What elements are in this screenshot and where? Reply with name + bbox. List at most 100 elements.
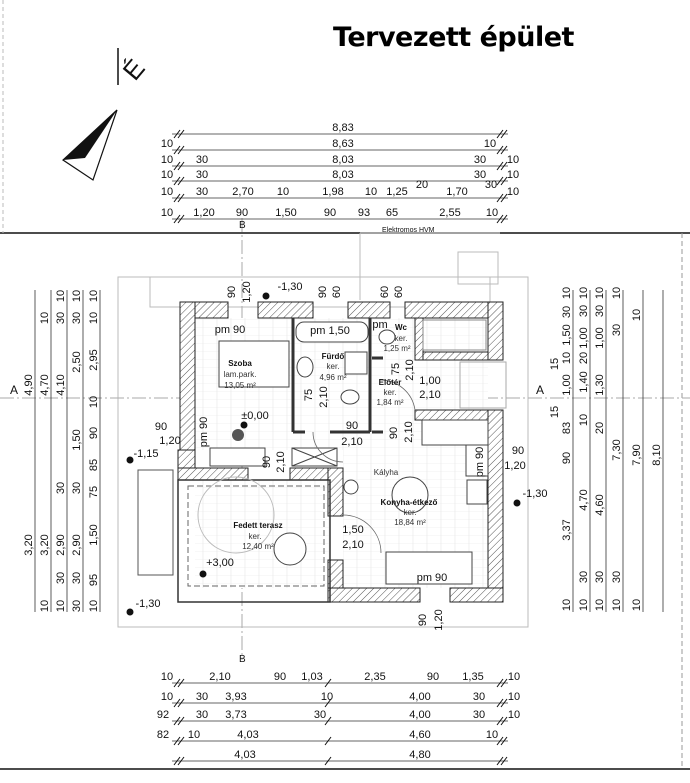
dimension-label: 1,98	[322, 186, 343, 198]
room-eloter: Előtér ker. 1,84 m²	[376, 378, 403, 407]
dimension-label: 4,00	[409, 691, 430, 703]
washbasin	[296, 356, 314, 378]
dimension-label: 3,73	[225, 709, 246, 721]
room-name: Wc	[395, 323, 408, 332]
plan-annotation: 75	[390, 363, 402, 375]
dimension-label: 30	[474, 169, 486, 181]
dimension-label: 8,03	[332, 169, 353, 181]
plan-annotation: 75	[303, 389, 315, 401]
section-a-left-label: A	[10, 383, 18, 397]
room-szoba: Szoba lam.park. 13,05 m²	[224, 359, 257, 390]
dimension-label: 83	[561, 422, 573, 434]
sofa	[385, 551, 473, 585]
shower	[344, 351, 368, 375]
plan-annotation: 2,10	[342, 539, 363, 551]
dimension-label: 3,37	[561, 519, 573, 540]
section-a-right-label: A	[536, 383, 544, 397]
dimension-label: 30	[71, 572, 83, 584]
dimension-label: 2,90	[71, 534, 83, 555]
dimension-label: 90	[236, 207, 248, 219]
plan-annotation: Kályha	[374, 468, 399, 477]
plan-annotation: 60	[379, 286, 391, 298]
plan-annotation: 90	[346, 420, 358, 432]
room-name: Fedett terasz	[233, 521, 282, 530]
dimension-label: 10	[161, 154, 173, 166]
dimension-label: 1,25	[386, 186, 407, 198]
dimension-label: 30	[594, 571, 606, 583]
room-area: 18,84 m²	[394, 518, 426, 527]
plan-annotation: 90	[226, 286, 238, 298]
dimension-label: 30	[594, 305, 606, 317]
dimension-label: 10	[55, 600, 67, 612]
dimension-label: 4,03	[234, 749, 255, 761]
kitchen-table	[391, 476, 429, 514]
dimension-label: 1,35	[462, 671, 483, 683]
dimension-label: 1,50	[88, 524, 100, 545]
dimension-label: 2,35	[364, 671, 385, 683]
dimension-label: 30	[474, 154, 486, 166]
dimension-label: 10	[161, 169, 173, 181]
dimension-label: 4,70	[578, 489, 590, 510]
wc-toilet	[378, 329, 396, 345]
dimension-label: 8,83	[332, 122, 353, 134]
dimension-label: 30	[473, 691, 485, 703]
dimension-label: 30	[611, 571, 623, 583]
dimension-label: 10	[486, 729, 498, 741]
dimension-label: 20	[416, 179, 428, 191]
plan-annotation: ±0,00	[241, 410, 268, 422]
plan-annotation: pm 90	[198, 417, 210, 448]
dimension-label: 10	[88, 290, 100, 302]
room-floor: ker.	[404, 508, 417, 517]
dimension-label: 10	[39, 312, 51, 324]
dimension-label: 2,95	[88, 349, 100, 370]
dimension-label: 2,50	[71, 351, 83, 372]
dimension-label: 10	[594, 599, 606, 611]
level-markers	[126, 292, 521, 616]
section-b-top-label: B	[239, 220, 246, 231]
plan-annotation: -1,15	[133, 448, 158, 460]
dimension-label: 10	[561, 287, 573, 299]
north-arrow-icon: É	[62, 48, 151, 181]
plan-annotation: 60	[393, 286, 405, 298]
dimension-label: 10	[188, 729, 200, 741]
dimension-label: 10	[508, 671, 520, 683]
dimension-label: 4,00	[409, 709, 430, 721]
dimension-label: 10	[631, 599, 643, 611]
dimension-label: 15	[549, 358, 561, 370]
plan-annotation: pm 90	[474, 447, 486, 478]
section-b-bottom-label: B	[239, 654, 246, 665]
dimension-label: 1,00	[578, 327, 590, 348]
dimension-label: 1,20	[193, 207, 214, 219]
plan-annotation: 1,20	[433, 609, 445, 630]
room-floor: ker.	[395, 334, 408, 343]
plan-annotation: -1,30	[277, 281, 302, 293]
dimension-label: 30	[71, 482, 83, 494]
dimension-label: 4,70	[39, 374, 51, 395]
dimension-label: 10	[507, 186, 519, 198]
plan-annotation: -1,30	[135, 598, 160, 610]
dimension-label: 75	[88, 486, 100, 498]
room-name: Szoba	[228, 359, 252, 368]
room-name: Előtér	[379, 378, 402, 387]
dimension-label: 10	[578, 414, 590, 426]
dimension-label: 30	[561, 306, 573, 318]
room-area: 1,84 m²	[376, 398, 403, 407]
fireplace-bench	[209, 447, 266, 467]
dimension-label: 7,30	[611, 439, 623, 460]
room-floor: lam.park.	[224, 370, 257, 379]
plan-annotation: 90	[317, 286, 329, 298]
plan-annotation: 2,10	[318, 386, 330, 407]
dimension-label: 4,03	[237, 729, 258, 741]
room-wc: Wc ker. 1,25 m²	[383, 323, 410, 353]
plan-annotation: 90	[155, 421, 167, 433]
utility-label: Elektromos HVM	[382, 227, 435, 234]
room-konyha: Konyha-étkező ker. 18,84 m²	[381, 498, 438, 527]
plan-annotation: 90	[417, 614, 429, 626]
cooktop	[466, 479, 488, 505]
plan-annotation: 2,10	[275, 451, 287, 472]
plan-annotation: 90	[388, 427, 400, 439]
dimension-label: 10	[55, 290, 67, 302]
dimension-label: 2,10	[209, 671, 230, 683]
dimension-label: 8,10	[651, 444, 663, 465]
